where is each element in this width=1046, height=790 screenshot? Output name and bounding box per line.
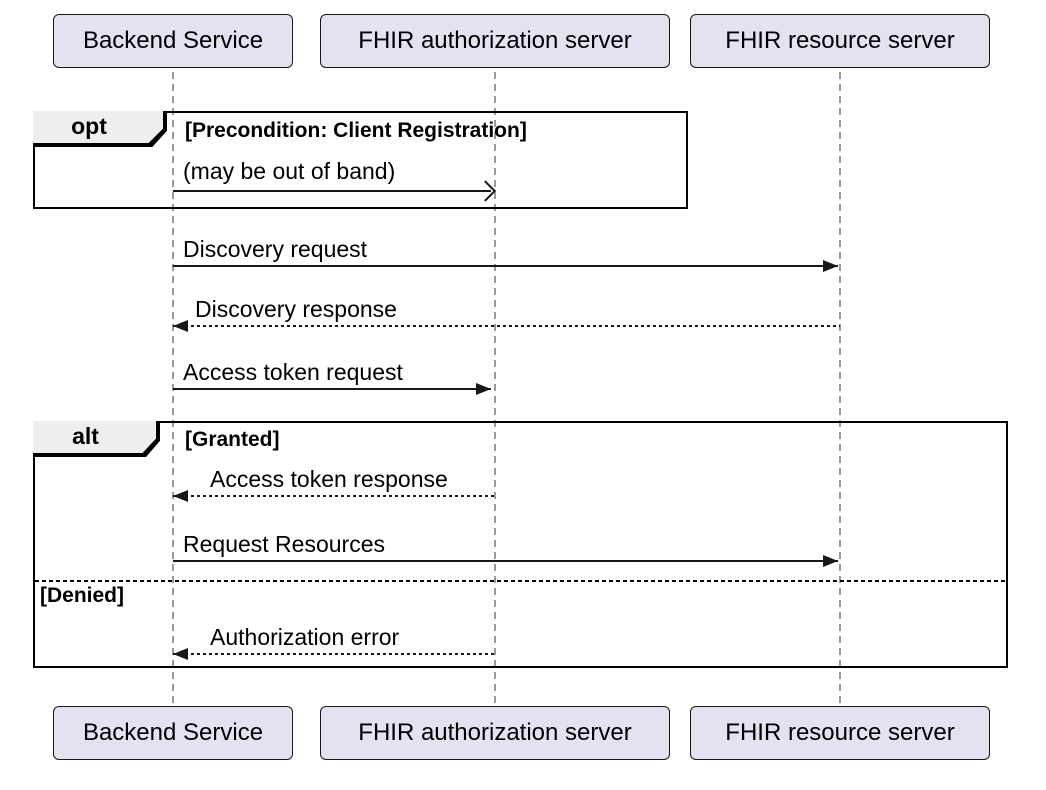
filled-arrowhead-icon [823, 555, 838, 567]
participant-fhir-resource-server-bottom: FHIR resource server [690, 706, 990, 760]
lifeline-fhir-resource-server [839, 72, 841, 706]
filled-arrowhead-icon [476, 383, 491, 395]
participant-label: FHIR authorization server [358, 27, 632, 54]
message-line-access-token-request [173, 383, 491, 395]
participant-fhir-authorization-server-top: FHIR authorization server [320, 14, 670, 68]
message-line-access-token-response [173, 490, 495, 502]
participant-fhir-resource-server-top: FHIR resource server [690, 14, 990, 68]
message-line-may-be-out-of-band [173, 180, 497, 202]
lifeline-fhir-authorization-server [494, 72, 496, 706]
message-line-authorization-error [173, 648, 495, 660]
message-line-discovery-response [173, 320, 840, 332]
fragment-alt-operator: alt [72, 422, 99, 449]
message-line-discovery-request [173, 260, 838, 272]
message-label-authorization-error: Authorization error [210, 624, 400, 650]
message-line-request-resources [173, 555, 838, 567]
message-label-discovery-request: Discovery request [183, 236, 368, 262]
message-label-request-resources: Request Resources [183, 531, 385, 557]
message-label-discovery-response: Discovery response [195, 296, 397, 322]
guard-granted: [Granted] [185, 428, 280, 451]
fragment-alt-tab: alt [33, 421, 160, 457]
guard-precondition-client-registration: [Precondition: Client Registration] [185, 119, 527, 142]
participant-label: FHIR authorization server [358, 719, 632, 746]
message-label-may-be-out-of-band: (may be out of band) [183, 158, 396, 184]
filled-arrowhead-icon [823, 260, 838, 272]
participant-label: Backend Service [82, 719, 264, 746]
fragment-alt: alt [33, 421, 1008, 668]
participant-label: Backend Service [82, 27, 264, 54]
fragment-opt-operator: opt [71, 112, 107, 139]
message-label-access-token-response: Access token response [210, 466, 448, 492]
participant-backend-service-bottom: Backend Service [53, 706, 293, 760]
filled-arrowhead-icon [173, 648, 188, 660]
filled-arrowhead-icon [173, 490, 188, 502]
participant-label: FHIR resource server [725, 27, 955, 54]
guard-denied: [Denied] [40, 584, 124, 607]
fragment-opt: opt [33, 111, 688, 209]
participant-fhir-authorization-server-bottom: FHIR authorization server [320, 706, 670, 760]
fragment-opt-tab: opt [33, 111, 167, 147]
filled-arrowhead-icon [173, 320, 188, 332]
participant-backend-service-top: Backend Service [53, 14, 293, 68]
alt-divider [35, 580, 1006, 582]
message-label-access-token-request: Access token request [183, 359, 403, 385]
participant-label: FHIR resource server [725, 719, 955, 746]
